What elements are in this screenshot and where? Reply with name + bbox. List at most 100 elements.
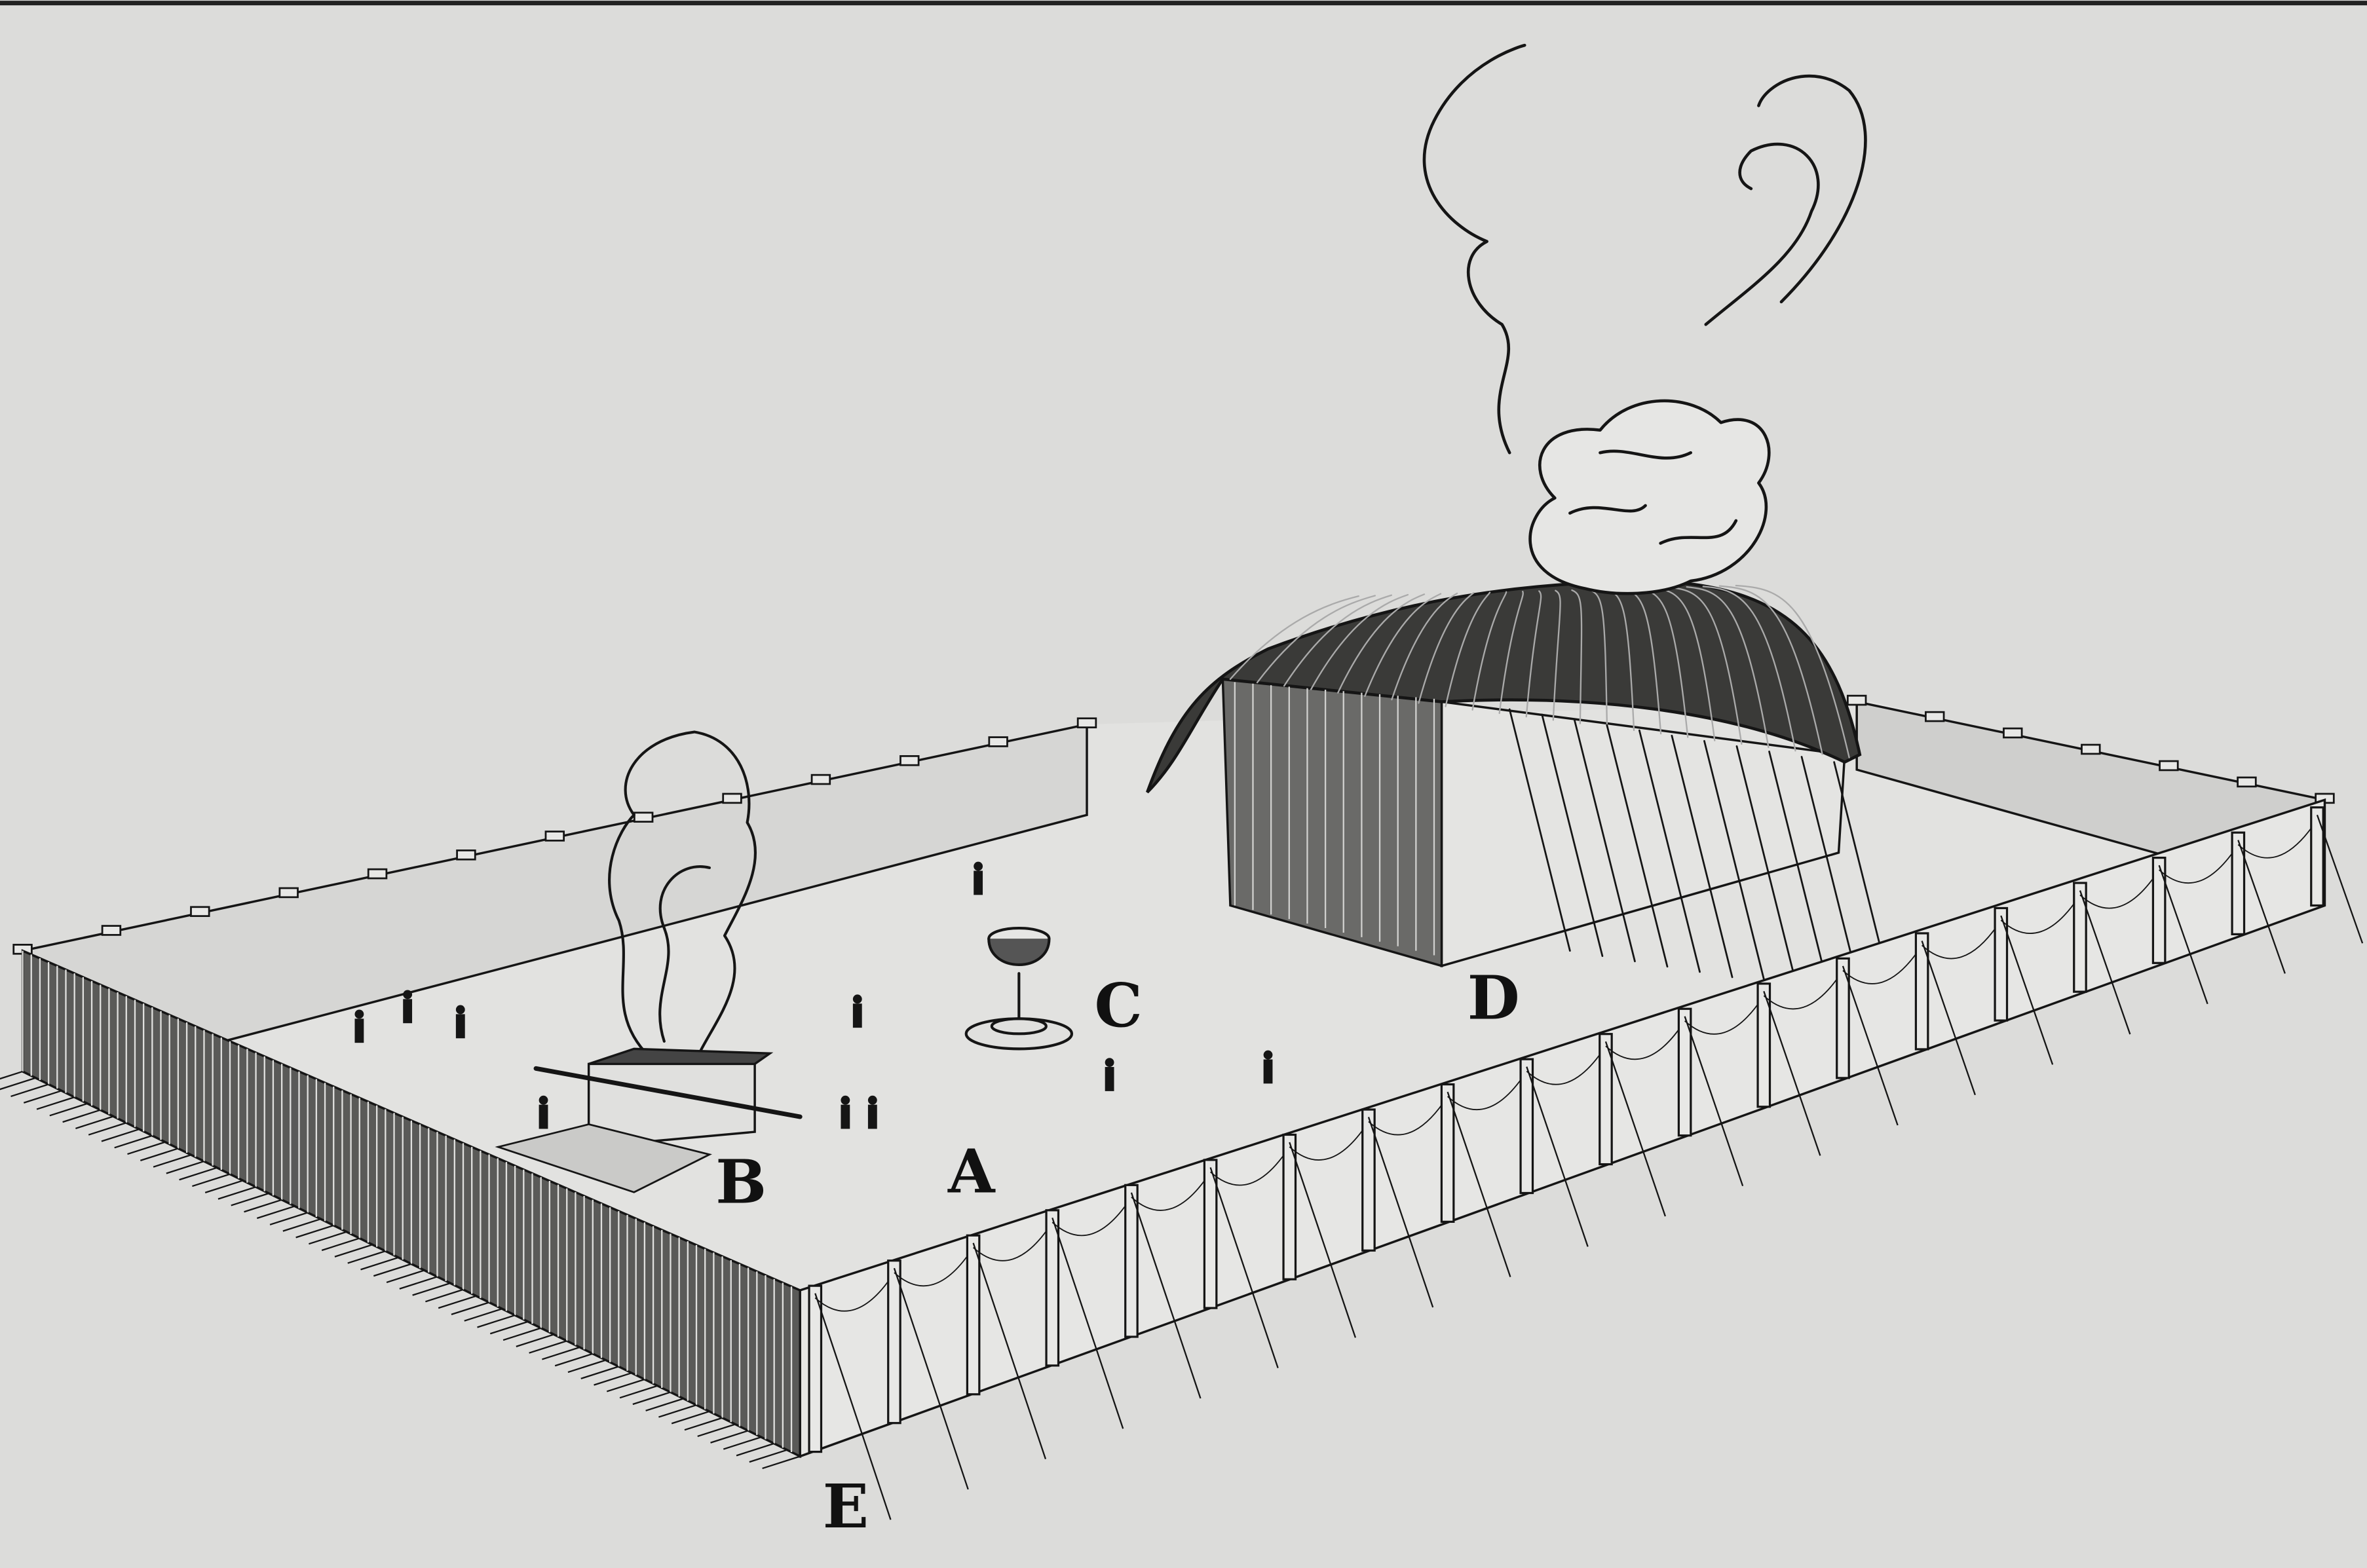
person-head [841, 1095, 850, 1105]
ground-shade [334, 1244, 373, 1258]
fence-rope [2316, 814, 2364, 944]
fence-post-cap [1846, 694, 1867, 706]
roof-stripe [1283, 594, 1393, 687]
roof-stripe [1229, 595, 1359, 681]
fence-rope [1684, 1016, 1744, 1187]
person-body [354, 1018, 364, 1043]
tent-rope [1768, 751, 1831, 994]
ground-shade [658, 1404, 697, 1418]
ground-shade [282, 1218, 321, 1232]
ground-shade [594, 1372, 632, 1386]
fence-post-cap [1925, 711, 1945, 722]
ground-shade [554, 1353, 594, 1367]
fence-post-cap [988, 736, 1008, 747]
label-a-courtyard: A [947, 1135, 996, 1206]
ground-shade [0, 1077, 36, 1091]
fence-post-cap [367, 868, 388, 880]
roof-stripe [1310, 593, 1409, 690]
ground-shade [762, 1455, 801, 1470]
ground-shade [697, 1423, 736, 1438]
roof-stripe [1686, 586, 1770, 749]
fence-post [1124, 1184, 1139, 1338]
roof-stripe [1525, 590, 1542, 718]
ground-shade [88, 1122, 127, 1136]
ground-shade [10, 1083, 49, 1098]
fence-post [887, 1260, 901, 1425]
ground-shade [166, 1160, 204, 1174]
fence-drape [1526, 1045, 1606, 1085]
fence-post [1836, 957, 1850, 1079]
fence-post [2151, 856, 2167, 964]
fence-drape [1209, 1146, 1291, 1186]
fence-drape [1605, 1020, 1686, 1060]
front-right-fence [799, 798, 2326, 1458]
ground-shade [0, 1070, 23, 1080]
fence-rope [2079, 890, 2131, 1035]
tent-rope [1703, 739, 1766, 984]
ground-shade [399, 1276, 438, 1290]
ground-shade [36, 1096, 75, 1110]
ground-shade [736, 1442, 775, 1457]
ground-shade [256, 1205, 295, 1220]
label-b-altar: B [715, 1146, 767, 1217]
fence-post [808, 1284, 823, 1453]
ground-shade [477, 1314, 516, 1328]
roof-stripe [1337, 593, 1426, 694]
fence-rope [1367, 1117, 1434, 1308]
ground-shade [606, 1378, 645, 1392]
back-fence-posts [12, 694, 2335, 955]
fence-rope [1447, 1091, 1511, 1278]
ground-shade [425, 1288, 464, 1303]
ground-shade [723, 1436, 762, 1450]
fence-post-cap [899, 755, 920, 766]
ground-shade [529, 1340, 567, 1354]
fence-rope [1289, 1142, 1357, 1338]
ground-shade [464, 1308, 502, 1322]
person-head [403, 990, 413, 999]
person-head [867, 1095, 877, 1105]
fence-drape [1289, 1121, 1369, 1161]
ground-shade [347, 1250, 386, 1264]
ground-shade [632, 1391, 671, 1406]
fence-drape [2079, 869, 2160, 909]
fence-drape [2000, 894, 2081, 934]
roof-stripe [1735, 584, 1850, 758]
fence-post [1677, 1007, 1692, 1137]
fence-post [1045, 1209, 1060, 1367]
person-body [1105, 1067, 1114, 1091]
fence-post [1599, 1033, 1613, 1166]
ground-shade [489, 1320, 529, 1335]
roof-stripe [1256, 595, 1376, 684]
ground-shade [309, 1231, 347, 1245]
ground-shade [321, 1237, 360, 1252]
ground-shade [360, 1256, 399, 1271]
fence-post-cap [101, 925, 122, 936]
person-body [974, 870, 983, 895]
fence-drape [1051, 1197, 1132, 1237]
fence-post [966, 1234, 981, 1396]
ground-shade [684, 1417, 723, 1431]
ground-shade [269, 1212, 309, 1225]
ground-shade [373, 1263, 412, 1277]
roof-stripe [1471, 591, 1507, 711]
person-body [539, 1104, 548, 1129]
person-body [403, 999, 413, 1024]
fence-drape [2237, 819, 2318, 859]
label-e-gate: E [823, 1470, 869, 1542]
ground-shade [218, 1186, 256, 1200]
ground-shade [23, 1090, 62, 1104]
fence-post [1282, 1133, 1297, 1280]
fence-rope [1921, 941, 1976, 1096]
fence-post [2310, 806, 2324, 907]
fence-rope [2237, 840, 2286, 974]
ground-shade [49, 1102, 88, 1117]
ground-shade [75, 1115, 114, 1130]
ground-shade [62, 1109, 101, 1123]
roof-stripe [1702, 586, 1796, 752]
roof-stripe [1391, 592, 1458, 701]
person-body [1263, 1059, 1273, 1084]
ground-shade [567, 1359, 606, 1373]
ground-shade [244, 1199, 282, 1213]
fence-post-cap [544, 831, 565, 842]
fence-rope [1763, 990, 1821, 1156]
